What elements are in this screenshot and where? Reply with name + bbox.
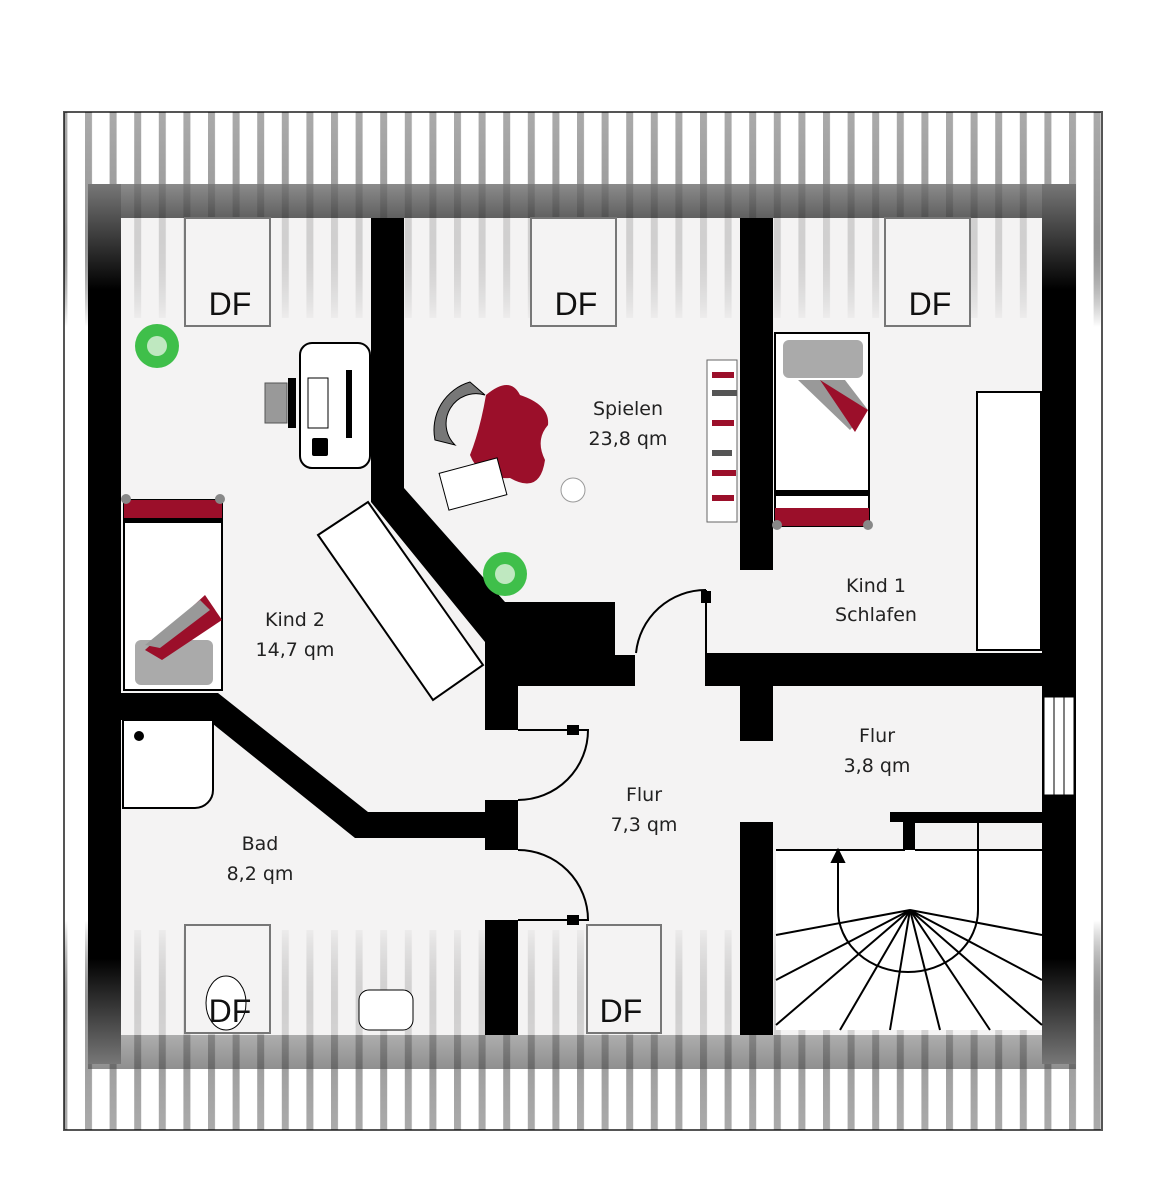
roof-band-top <box>88 184 1076 218</box>
df-label: DF <box>909 286 952 322</box>
room-name: Bad <box>242 833 279 855</box>
wardrobe-kind-2 <box>316 500 485 702</box>
sink <box>358 989 414 1031</box>
roof-band-bottom <box>88 1035 1076 1069</box>
doors <box>517 588 711 925</box>
play-furniture <box>433 359 738 523</box>
df-label: DF <box>209 286 252 322</box>
room-area: 7,3 qm <box>611 814 678 836</box>
room-name: Kind 2 <box>265 609 325 631</box>
room-area: 3,8 qm <box>844 755 911 777</box>
side-window <box>1043 696 1075 796</box>
room-area: Schlafen <box>835 604 917 626</box>
plant <box>135 324 527 596</box>
room-name: Flur <box>859 725 895 747</box>
room-name: Flur <box>626 784 662 806</box>
toilet <box>205 975 247 1031</box>
room-area: 23,8 qm <box>589 428 668 450</box>
room-area: 8,2 qm <box>227 863 294 885</box>
shower <box>122 719 214 809</box>
df-label: DF <box>209 993 252 1029</box>
bed-kind-2 <box>121 494 225 691</box>
bookshelf-books <box>712 372 737 501</box>
staircase <box>775 821 1043 1031</box>
wardrobe-kind-1 <box>976 391 1042 651</box>
room-name: Spielen <box>593 398 663 420</box>
room-name: Kind 1 <box>846 575 906 597</box>
df-label: DF <box>600 993 643 1029</box>
df-label: DF <box>555 286 598 322</box>
walls <box>88 184 1076 1064</box>
room-area: 14,7 qm <box>256 639 335 661</box>
bed-kind-1 <box>772 332 873 530</box>
desk <box>264 342 371 469</box>
